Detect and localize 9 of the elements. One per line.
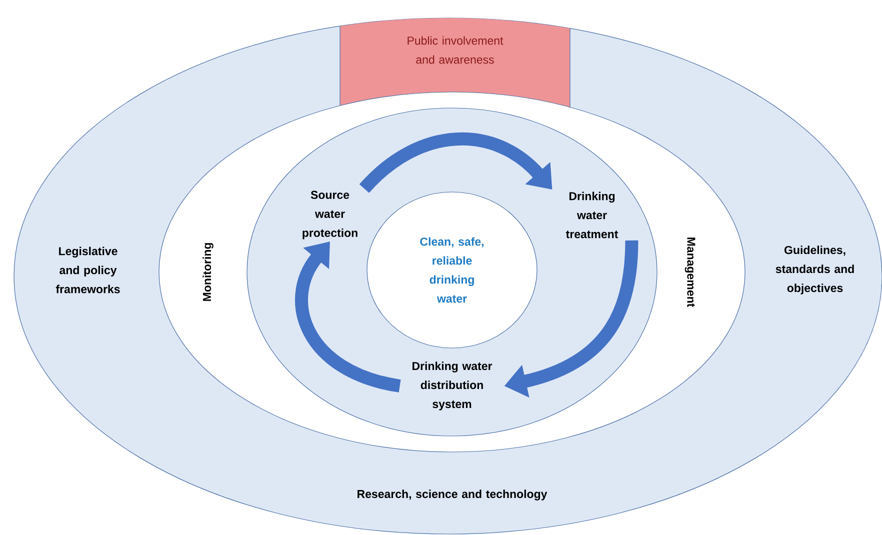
ring-label: Legislative and policy frameworks	[56, 246, 120, 294]
ring-label: Research, science and technology	[358, 490, 548, 500]
ring-label: Management	[684, 238, 696, 307]
step-label: Source water protection	[302, 190, 358, 240]
ring-label: Guidelines, standards and objectives	[776, 246, 854, 294]
center-label: Clean, safe, reliable drinking water	[420, 237, 484, 303]
step-label: Drinking water distribution system	[412, 362, 492, 410]
step-label: Drinking water treatment	[566, 192, 618, 238]
ring-label: Monitoring	[202, 243, 214, 301]
